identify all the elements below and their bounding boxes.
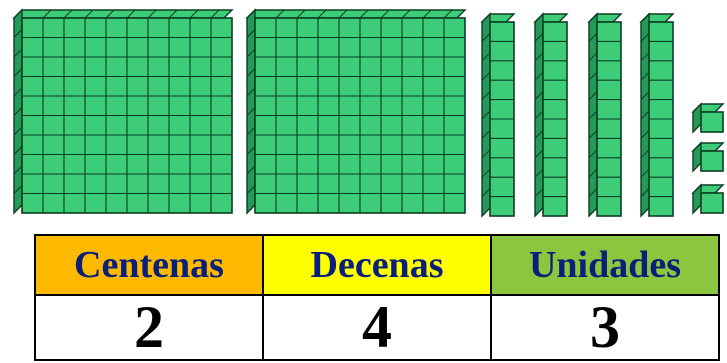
header-unidades: Unidades <box>490 234 720 296</box>
hundred-block <box>12 8 234 215</box>
ten-rod <box>480 12 516 218</box>
unit-cube <box>691 102 725 134</box>
value-centenas: 2 <box>34 294 264 361</box>
value-unidades: 3 <box>490 294 720 361</box>
ten-rod <box>587 12 623 218</box>
place-value-table: Centenas Decenas Unidades 2 4 3 <box>34 234 720 361</box>
unit-cube <box>691 183 725 215</box>
header-row: Centenas Decenas Unidades <box>34 234 720 296</box>
value-row: 2 4 3 <box>34 294 720 361</box>
unit-cube <box>691 141 725 173</box>
header-centenas: Centenas <box>34 234 264 296</box>
ten-rod <box>639 12 675 218</box>
header-decenas: Decenas <box>262 234 492 296</box>
ten-rod <box>533 12 569 218</box>
value-decenas: 4 <box>262 294 492 361</box>
hundred-block <box>245 8 467 215</box>
base-ten-blocks <box>12 8 725 218</box>
